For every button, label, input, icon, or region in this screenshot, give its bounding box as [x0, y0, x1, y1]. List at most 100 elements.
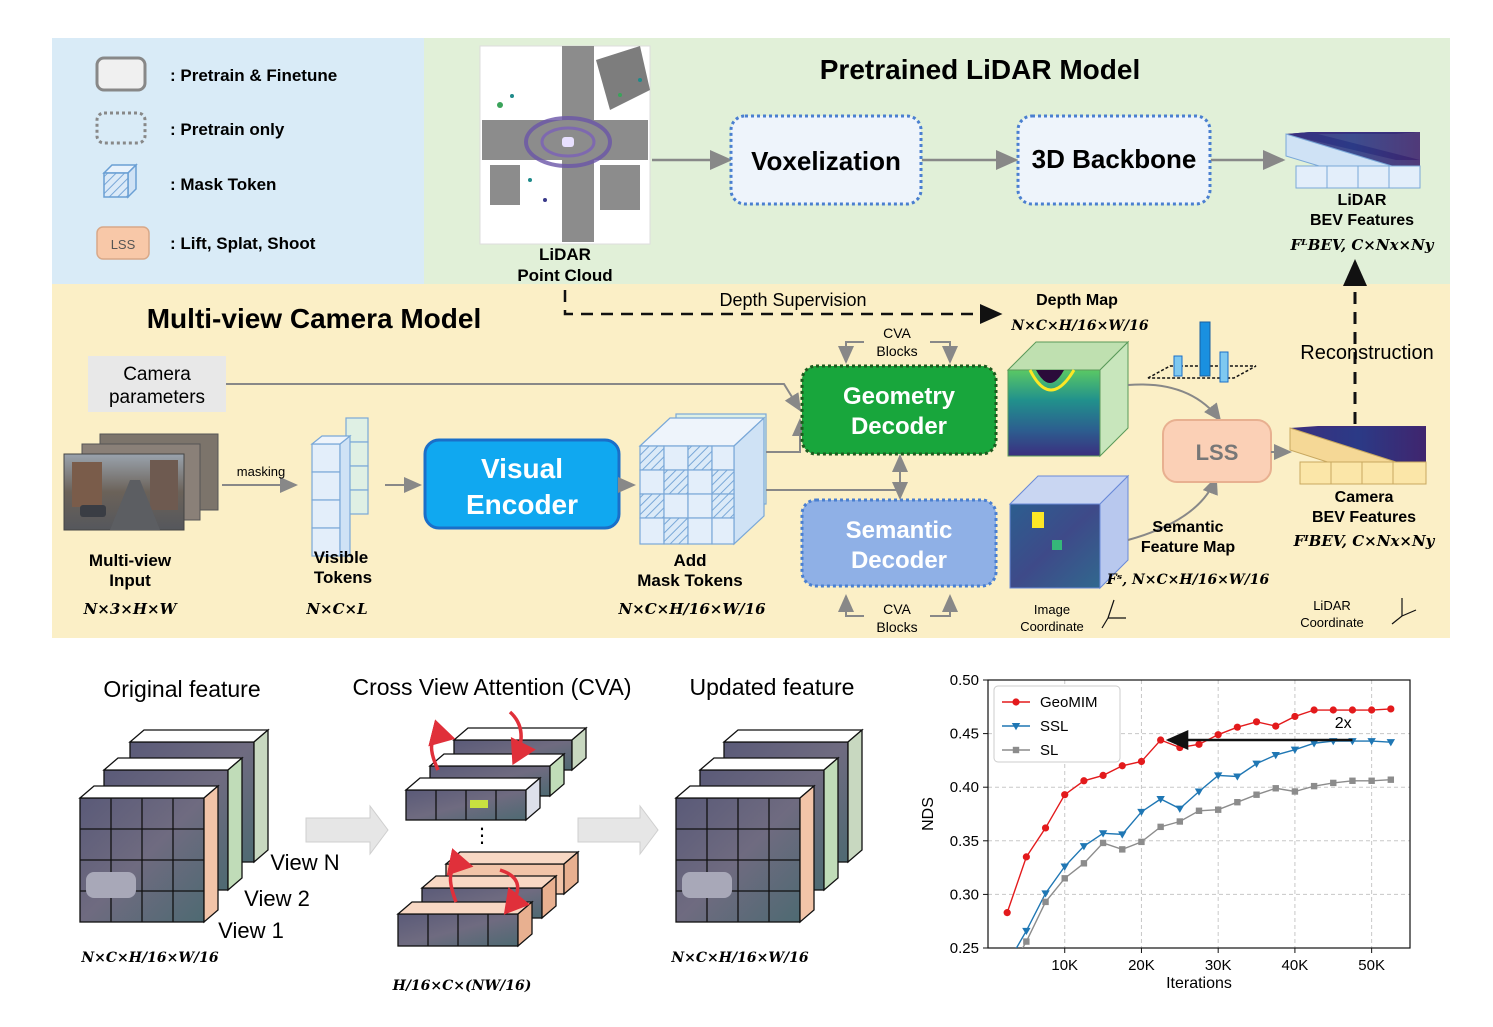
view-2-label: View 2 — [244, 886, 310, 911]
point-sl — [1234, 799, 1241, 806]
cva-bottom-arrow-left — [838, 594, 864, 617]
gray-arrow-2-icon — [577, 804, 659, 856]
visible-tokens-label-2: Tokens — [314, 568, 372, 587]
point-ssl — [1252, 760, 1261, 768]
add-mask-formula: N×C×H/16×W/16 — [617, 600, 766, 618]
point-sl — [1272, 785, 1279, 792]
y-tick-label: 0.35 — [950, 833, 979, 850]
depth-map-cube — [1006, 340, 1130, 458]
point-geomim — [1041, 824, 1050, 832]
lidar-bev-features-block — [1285, 132, 1421, 189]
multiview-input-label-1: Multi-view — [89, 551, 172, 570]
arrow-params-to-geometry — [226, 383, 802, 412]
geometry-decoder-label-1: Geometry — [843, 383, 956, 410]
point-geomim — [1176, 743, 1184, 752]
cva-title: Cross View Attention (CVA) — [352, 674, 631, 700]
image-coord-label-2: Coordinate — [1020, 619, 1084, 634]
point-geomim — [1291, 712, 1299, 721]
semantic-decoder-label-2: Decoder — [851, 547, 947, 574]
x-tick-label: 20K — [1128, 957, 1155, 974]
point-sl — [1349, 777, 1356, 784]
y-tick-label: 0.30 — [950, 886, 979, 903]
point-sl — [1310, 782, 1318, 790]
point-sl — [1368, 777, 1375, 784]
camera-bev-formula: FᴵBEV, C×Nx×Ny — [1293, 532, 1436, 550]
point-geomim — [1272, 722, 1280, 730]
point-sl — [1138, 838, 1145, 846]
speedup-annotation: 2x — [1335, 715, 1352, 732]
image-coord-label-1: Image — [1034, 602, 1070, 617]
point-cloud-label-2: Point Cloud — [517, 266, 612, 285]
point-geomim — [1387, 705, 1395, 713]
point-ssl — [1233, 773, 1242, 781]
point-cloud-label-1: LiDAR — [539, 245, 591, 264]
legend-pretrain-only: : Pretrain only — [170, 120, 285, 139]
camera-params-box — [88, 356, 226, 412]
arrow-depth-to-lss — [1127, 383, 1222, 422]
point-geomim — [1329, 706, 1337, 714]
point-geomim — [1137, 757, 1146, 766]
original-feature-title: Original feature — [103, 676, 260, 702]
point-geomim — [1003, 909, 1011, 917]
point-sl — [1330, 779, 1337, 787]
depth-map-formula: N×C×H/16×W/16 — [1010, 318, 1149, 334]
point-ssl — [1175, 805, 1185, 813]
point-geomim — [1080, 777, 1088, 785]
updated-feature-formula: N×C×H/16×W/16 — [670, 950, 809, 966]
point-geomim — [1310, 706, 1318, 714]
masking-label: masking — [237, 464, 285, 479]
point-geomim — [1061, 791, 1069, 799]
point-geomim — [1348, 706, 1357, 714]
x-tick-label: 40K — [1282, 957, 1309, 974]
chart-frame — [987, 679, 1411, 949]
point-sl — [1214, 806, 1222, 813]
x-tick-label: 10K — [1051, 957, 1078, 974]
attention-arrows-icon — [428, 710, 536, 915]
backbone-label: 3D Backbone — [1032, 144, 1197, 174]
view-n-label: View N — [270, 850, 339, 875]
add-mask-label-2: Mask Tokens — [637, 571, 743, 590]
cva-dots: ⋮ — [472, 825, 492, 847]
legend-label-sl: SL — [1040, 742, 1058, 759]
point-ssl — [1098, 830, 1108, 838]
visible-tokens-stack — [310, 417, 369, 557]
point-geomim — [1099, 771, 1107, 780]
point-geomim — [1118, 762, 1126, 770]
point-ssl — [1137, 808, 1146, 817]
original-feature-stack — [78, 728, 270, 924]
lidar-coord-label-2: Coordinate — [1300, 615, 1364, 630]
lidar-coordinate-axes-icon — [1391, 598, 1417, 625]
point-sl — [1004, 972, 1010, 978]
lidar-point-cloud-image — [479, 45, 651, 245]
cva-top-arrow-left — [838, 341, 864, 364]
point-sl — [1157, 823, 1164, 831]
lidar-title: Pretrained LiDAR Model — [820, 54, 1140, 85]
legend-marker-sl — [1012, 746, 1020, 754]
point-ssl — [1367, 738, 1376, 746]
lidar-bev-formula: FᴸBEV, C×Nx×Ny — [1289, 236, 1434, 254]
visual-encoder-label-1: Visual — [481, 453, 563, 484]
legend-label-geomim: GeoMIM — [1040, 694, 1098, 711]
point-ssl — [1060, 863, 1069, 871]
arrow-semantic-to-lss — [1127, 476, 1218, 541]
camera-bev-label-1: Camera — [1335, 489, 1394, 506]
semantic-decoder-label-1: Semantic — [846, 517, 953, 544]
cva-top-arrow-right — [930, 341, 958, 364]
point-ssl — [1386, 739, 1396, 747]
backbone-box — [1016, 114, 1212, 206]
add-mask-label-1: Add — [673, 551, 706, 570]
arrow-mask-to-geometry — [766, 418, 808, 453]
legend-marker-ssl — [1011, 723, 1021, 731]
updated-feature-stack — [674, 728, 864, 924]
legend-frame — [993, 685, 1121, 763]
y-tick-label: 0.40 — [950, 779, 979, 796]
camera-params-label-1: Camera — [123, 364, 191, 385]
semantic-map-label-2: Feature Map — [1141, 539, 1235, 556]
point-sl — [1042, 898, 1049, 906]
point-geomim — [1022, 853, 1030, 861]
point-ssl — [1156, 795, 1165, 804]
point-sl — [1080, 860, 1088, 867]
visible-tokens-label-1: Visible — [314, 548, 369, 567]
